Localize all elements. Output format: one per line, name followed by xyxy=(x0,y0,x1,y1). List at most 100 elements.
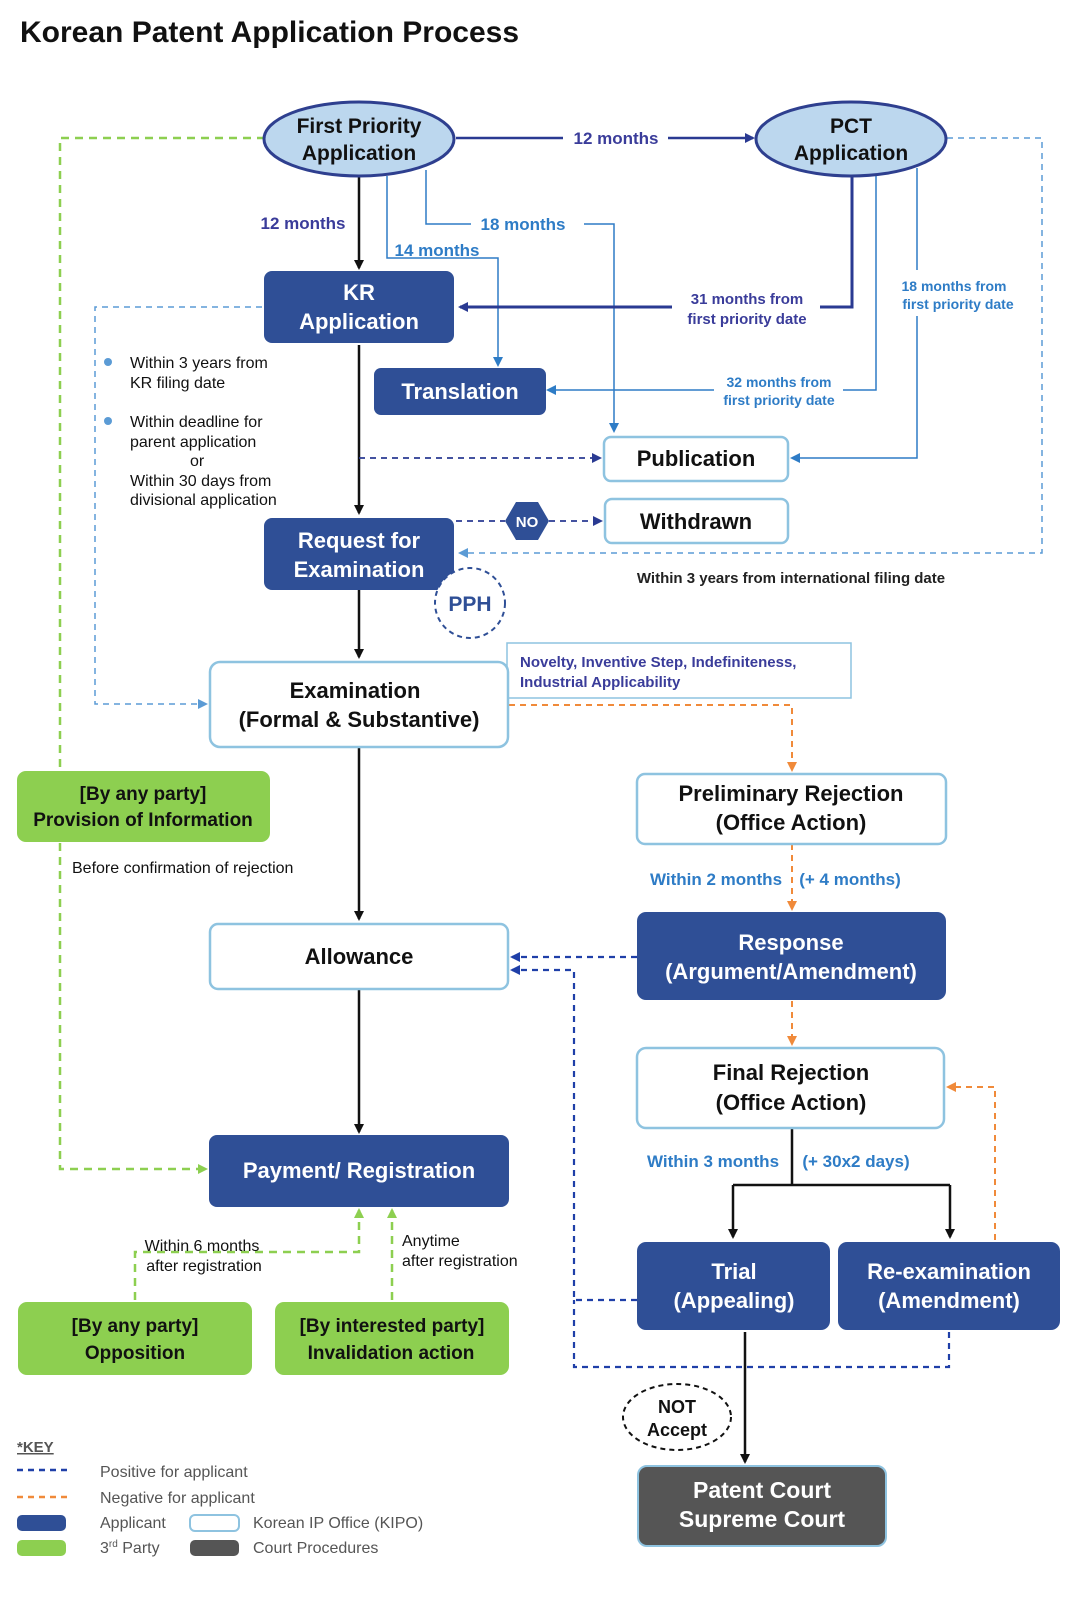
bullet1-line2: KR filing date xyxy=(130,375,225,392)
legend-kipo-swatch xyxy=(189,1514,240,1532)
node-kr-application: KR Application xyxy=(264,271,454,343)
label-plus-4-months: (+ 4 months) xyxy=(799,870,901,889)
bullet-dot-1 xyxy=(104,358,112,366)
payment-text: Payment/ Registration xyxy=(243,1158,475,1183)
node-first-priority-application: First Priority Application xyxy=(262,100,456,178)
examination-line1: Examination xyxy=(290,678,421,703)
node-court: Patent Court Supreme Court xyxy=(637,1465,887,1547)
label-within-2-months: Within 2 months xyxy=(650,870,782,889)
page-title: Korean Patent Application Process xyxy=(20,16,519,49)
connector-fpa-publication xyxy=(425,170,614,431)
provision-line2: Provision of Information xyxy=(33,810,253,831)
label-plus-30x2-days: (+ 30x2 days) xyxy=(802,1152,909,1171)
node-request-examination: Request for Examination xyxy=(264,518,454,590)
label-within-6-months-line2: after registration xyxy=(146,1258,262,1275)
node-reexamination: Re-examination (Amendment) xyxy=(838,1242,1060,1330)
legend-third-party-label: 3rd Party xyxy=(100,1539,160,1557)
connector-fpa-translation xyxy=(386,176,503,367)
bullet2-line3: or xyxy=(190,453,205,470)
request-line1: Request for xyxy=(298,528,421,553)
first-priority-line2: Application xyxy=(302,142,416,165)
examination-line2: (Formal & Substantive) xyxy=(239,707,480,732)
node-trial: Trial (Appealing) xyxy=(637,1242,830,1330)
label-31-months-line1: 31 months from xyxy=(691,291,804,308)
pph-text: PPH xyxy=(448,593,491,616)
kr-line1: KR xyxy=(343,280,375,305)
court-line1: Patent Court xyxy=(693,1477,831,1503)
node-opposition: [By any party] Opposition xyxy=(18,1302,252,1375)
criteria-line1: Novelty, Inventive Step, Indefiniteness, xyxy=(520,654,796,671)
label-31-months-line2: first priority date xyxy=(687,311,806,328)
allowance-text: Allowance xyxy=(305,944,414,969)
label-18-months-pct-line1: 18 months from xyxy=(901,278,1006,294)
label-intl-filing: Within 3 years from international filing… xyxy=(637,570,945,587)
node-criteria-box: Novelty, Inventive Step, Indefiniteness,… xyxy=(506,642,852,699)
legend-court-swatch xyxy=(190,1540,239,1556)
not-accept-line2: Accept xyxy=(647,1420,707,1440)
legend-positive-label: Positive for applicant xyxy=(100,1464,248,1481)
connector-pct-translation xyxy=(548,174,877,390)
kr-line2: Application xyxy=(299,309,419,334)
node-provision-of-information: [By any party] Provision of Information xyxy=(17,771,270,842)
node-not-accept: NOT Accept xyxy=(622,1383,732,1451)
legend-applicant-swatch xyxy=(17,1515,66,1531)
connector-reexam-final xyxy=(946,1082,996,1240)
connector-third-party-loop xyxy=(58,136,265,1174)
connector-reexam-allowance xyxy=(572,1300,951,1369)
node-pph: PPH xyxy=(434,567,506,639)
node-pct-application: PCT Application xyxy=(754,100,948,178)
label-within-3-months: Within 3 months xyxy=(647,1152,779,1171)
node-publication: Publication xyxy=(602,435,790,483)
bullet1-line1: Within 3 years from xyxy=(130,355,268,372)
connector-kr-examination xyxy=(94,306,262,709)
trial-line2: (Appealing) xyxy=(674,1288,795,1313)
node-withdrawn: Withdrawn xyxy=(603,497,790,545)
no-text: NO xyxy=(516,514,539,531)
provision-line1: [By any party] xyxy=(80,784,207,805)
label-before-confirmation: Before confirmation of rejection xyxy=(72,860,293,877)
connector-trial-allowance xyxy=(510,965,637,1302)
label-18-months-pct-line2: first priority date xyxy=(902,296,1013,312)
legend-applicant-label: Applicant xyxy=(100,1515,166,1532)
legend-kipo-label: Korean IP Office (KIPO) xyxy=(253,1515,423,1532)
translation-text: Translation xyxy=(401,379,518,404)
label-32-months-line1: 32 months from xyxy=(726,374,831,390)
connector-exam-prelim xyxy=(509,704,797,772)
pct-line2: Application xyxy=(794,142,908,165)
label-12-months-left: 12 months xyxy=(260,214,345,233)
not-accept-line1: NOT xyxy=(658,1397,696,1417)
label-anytime-line1: Anytime xyxy=(402,1233,460,1250)
node-invalidation: [By interested party] Invalidation actio… xyxy=(275,1302,509,1375)
final-line2: (Office Action) xyxy=(716,1090,867,1115)
criteria-line2: Industrial Applicability xyxy=(520,674,681,691)
connector-final-split xyxy=(733,1128,950,1187)
pct-line1: PCT xyxy=(830,115,872,138)
final-line1: Final Rejection xyxy=(713,1060,869,1085)
connector-pct-publication xyxy=(792,168,918,458)
legend-third-party-swatch xyxy=(17,1540,66,1556)
response-line1: Response xyxy=(738,930,843,955)
withdrawn-text: Withdrawn xyxy=(640,509,752,534)
connector-pct-kr xyxy=(460,174,854,307)
prelim-line2: (Office Action) xyxy=(716,810,867,835)
label-14-months: 14 months xyxy=(394,241,479,260)
bullet2-line2: parent application xyxy=(130,434,256,451)
opposition-line2: Opposition xyxy=(85,1343,185,1364)
court-line2: Supreme Court xyxy=(679,1506,845,1532)
label-within-6-months-line1: Within 6 months xyxy=(145,1238,260,1255)
legend-negative-label: Negative for applicant xyxy=(100,1490,255,1507)
bullet2-line4: Within 30 days from xyxy=(130,473,271,490)
node-final-rejection: Final Rejection (Office Action) xyxy=(635,1046,946,1130)
node-response: Response (Argument/Amendment) xyxy=(637,912,946,1000)
bullet2-line5: divisional application xyxy=(130,492,277,509)
label-anytime-line2: after registration xyxy=(402,1253,518,1270)
connector-pct-request xyxy=(458,137,1043,558)
prelim-line1: Preliminary Rejection xyxy=(679,781,904,806)
label-12-months-top: 12 months xyxy=(573,129,658,148)
label-32-months-line2: first priority date xyxy=(723,392,834,408)
node-payment-registration: Payment/ Registration xyxy=(209,1135,509,1207)
bullet2-line1: Within deadline for xyxy=(130,414,263,431)
reexam-line1: Re-examination xyxy=(867,1259,1031,1284)
opposition-line1: [By any party] xyxy=(72,1316,199,1337)
